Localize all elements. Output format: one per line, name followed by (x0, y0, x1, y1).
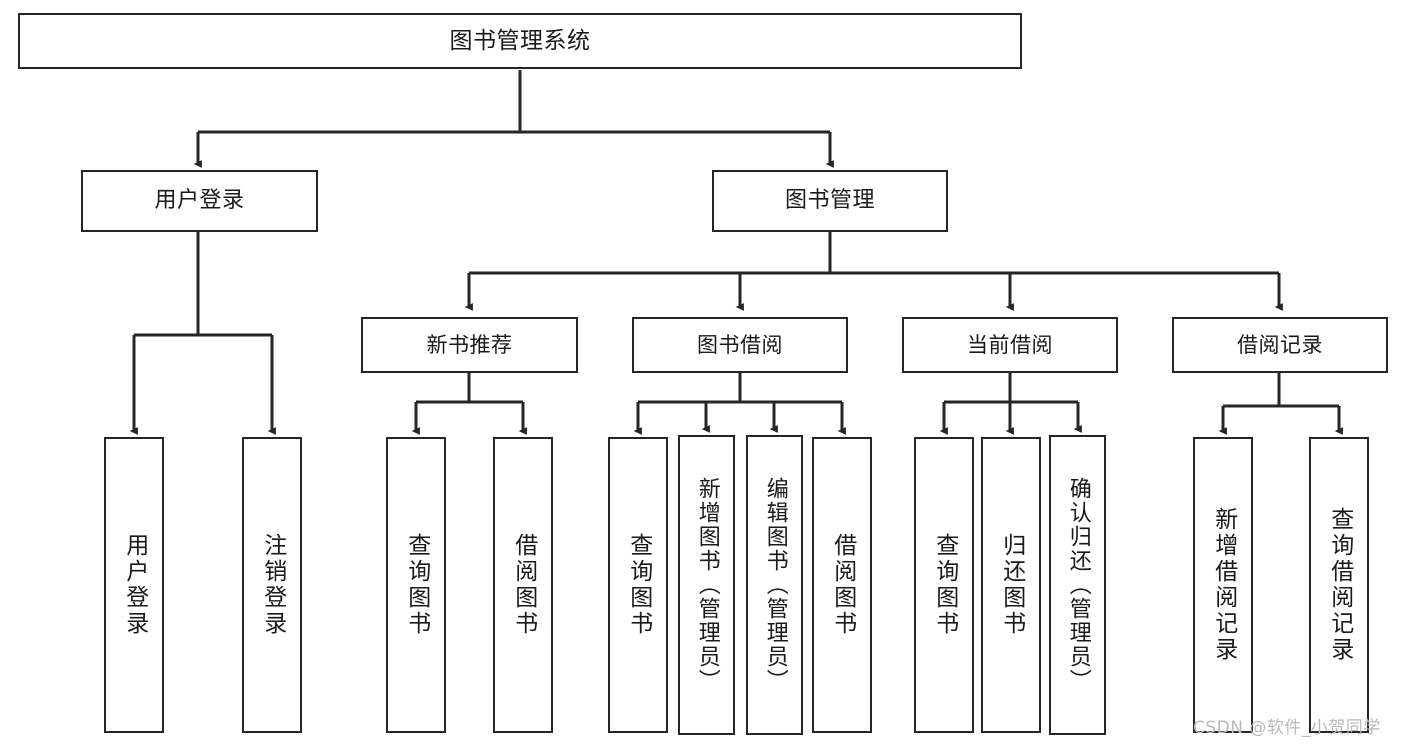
node-leaf-user-login[interactable]: 用户登录 (104, 437, 164, 733)
node-label: 查询图书 (403, 533, 430, 637)
node-leaf-confirm-return[interactable]: 确认归还（管理员） (1049, 435, 1106, 735)
node-label: 查询借阅记录 (1326, 507, 1353, 663)
node-label: 用户登录 (154, 188, 245, 214)
node-label: 借阅图书 (829, 533, 856, 637)
node-leaf-logout-login[interactable]: 注销登录 (242, 437, 302, 733)
node-leaf-borrow-book[interactable]: 借阅图书 (812, 437, 872, 733)
node-label: 图书管理系统 (449, 27, 591, 54)
node-label: 借阅记录 (1237, 332, 1323, 357)
node-new-book-recommend[interactable]: 新书推荐 (361, 317, 578, 373)
node-user-login[interactable]: 用户登录 (81, 170, 318, 232)
node-label: 图书借阅 (697, 332, 783, 357)
node-book-management[interactable]: 图书管理 (712, 170, 948, 232)
node-book-borrow[interactable]: 图书借阅 (632, 317, 848, 373)
node-label: 新书推荐 (426, 332, 513, 357)
node-leaf-query-book-borrow[interactable]: 查询图书 (608, 437, 668, 733)
node-leaf-return-book[interactable]: 归还图书 (981, 437, 1041, 733)
node-current-borrow[interactable]: 当前借阅 (902, 317, 1118, 373)
node-borrow-record[interactable]: 借阅记录 (1172, 317, 1388, 373)
node-leaf-add-book[interactable]: 新增图书（管理员） (678, 435, 735, 735)
node-label: 注销登录 (259, 533, 286, 637)
node-leaf-query-book-current[interactable]: 查询图书 (914, 437, 974, 733)
node-label: 查询图书 (625, 533, 652, 637)
node-label: 当前借阅 (967, 332, 1053, 357)
node-label: 新增图书（管理员） (694, 477, 720, 693)
node-leaf-borrow-book-recommend[interactable]: 借阅图书 (493, 437, 553, 733)
node-root-book-management-system[interactable]: 图书管理系统 (18, 13, 1022, 69)
watermark-text: CSDN @软件_小贺同学 (1193, 718, 1381, 738)
node-leaf-add-borrow-record[interactable]: 新增借阅记录 (1193, 437, 1253, 733)
node-label: 确认归还（管理员） (1065, 477, 1091, 693)
node-label: 查询图书 (931, 533, 958, 637)
node-leaf-query-borrow-record[interactable]: 查询借阅记录 (1309, 437, 1369, 733)
node-label: 新增借阅记录 (1210, 507, 1237, 663)
node-label: 用户登录 (121, 533, 148, 637)
node-label: 借阅图书 (510, 533, 537, 637)
node-label: 编辑图书（管理员） (762, 477, 788, 693)
node-leaf-query-book-recommend[interactable]: 查询图书 (386, 437, 446, 733)
node-leaf-edit-book[interactable]: 编辑图书（管理员） (746, 435, 803, 735)
node-label: 归还图书 (998, 533, 1025, 637)
node-label: 图书管理 (784, 188, 875, 214)
